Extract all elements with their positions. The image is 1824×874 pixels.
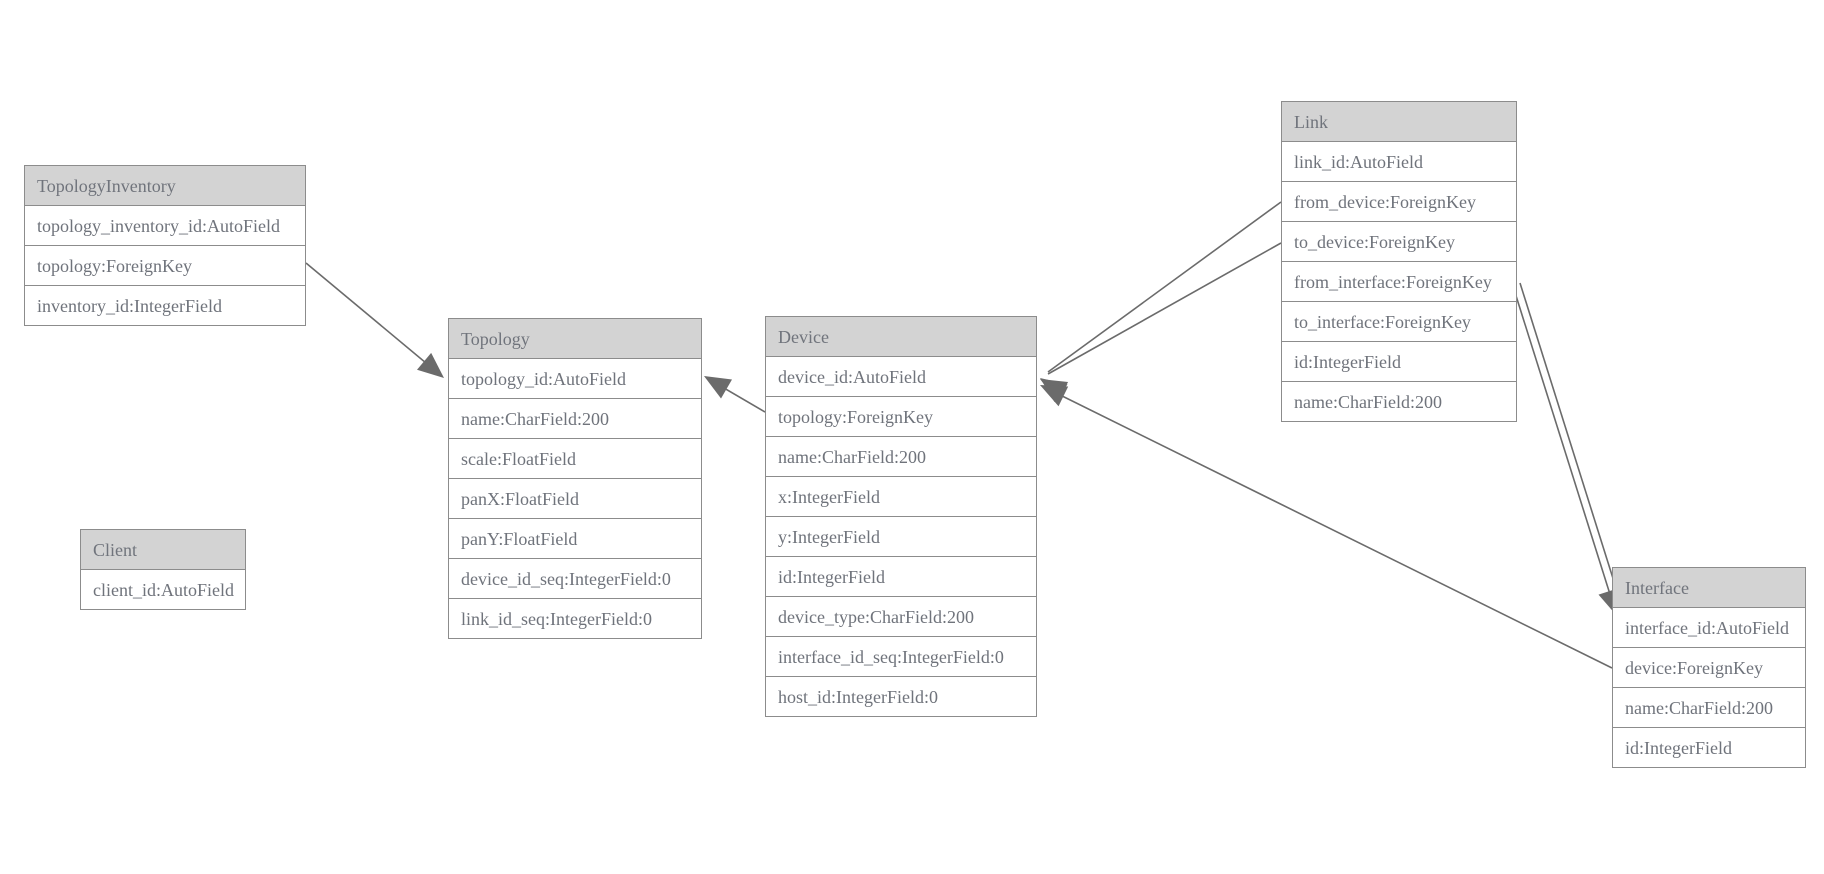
rel-link-fromdevice: [1047, 201, 1282, 373]
entity-field: name:CharField:200: [1282, 382, 1516, 422]
rel-device-topology: [711, 380, 766, 413]
entity-field: id:IntegerField: [1613, 728, 1805, 768]
entity-field: topology:ForeignKey: [25, 246, 305, 286]
entity-title-client: Client: [81, 530, 245, 570]
entity-field: topology:ForeignKey: [766, 397, 1036, 437]
entity-field: x:IntegerField: [766, 477, 1036, 517]
entity-field: panY:FloatField: [449, 519, 701, 559]
entity-field: from_interface:ForeignKey: [1282, 262, 1516, 302]
entity-field: to_interface:ForeignKey: [1282, 302, 1516, 342]
rel-device-topology-arrowhead: [704, 376, 733, 399]
entity-field: name:CharField:200: [1613, 688, 1805, 728]
rel-link-todevice: [1047, 242, 1282, 375]
rel-link-tointerface: [1519, 282, 1623, 608]
entity-field: id:IntegerField: [766, 557, 1036, 597]
entity-field: topology_inventory_id:AutoField: [25, 206, 305, 246]
rel-link-frominterface: [1511, 282, 1615, 608]
rel-interface-device: [1047, 388, 1613, 669]
entity-field: name:CharField:200: [449, 399, 701, 439]
entity-field: link_id_seq:IntegerField:0: [449, 599, 701, 639]
entity-field: device_type:CharField:200: [766, 597, 1036, 637]
entity-field: name:CharField:200: [766, 437, 1036, 477]
entity-field: interface_id_seq:IntegerField:0: [766, 637, 1036, 677]
rel-link-todevice-arrowhead: [1040, 379, 1069, 402]
entity-field: inventory_id:IntegerField: [25, 286, 305, 326]
entity-field: device:ForeignKey: [1613, 648, 1805, 688]
entity-title-link: Link: [1282, 102, 1516, 142]
entity-field: id:IntegerField: [1282, 342, 1516, 382]
entity-field: host_id:IntegerField:0: [766, 677, 1036, 717]
entity-field: topology_id:AutoField: [449, 359, 701, 399]
entity-field: link_id:AutoField: [1282, 142, 1516, 182]
entity-field: from_device:ForeignKey: [1282, 182, 1516, 222]
entity-title-topology_inventory: TopologyInventory: [25, 166, 305, 206]
entity-field: panX:FloatField: [449, 479, 701, 519]
entity-field: device_id:AutoField: [766, 357, 1036, 397]
rel-link-fromdevice-arrowhead: [1040, 378, 1068, 403]
entity-field: to_device:ForeignKey: [1282, 222, 1516, 262]
entity-field: interface_id:AutoField: [1613, 608, 1805, 648]
entity-title-interface: Interface: [1613, 568, 1805, 608]
entity-title-topology: Topology: [449, 319, 701, 359]
rel-topologyinventory-topology-arrowhead: [417, 352, 444, 378]
entity-field: scale:FloatField: [449, 439, 701, 479]
entity-field: y:IntegerField: [766, 517, 1036, 557]
rel-topologyinventory-topology: [305, 262, 439, 374]
rel-interface-device-arrowhead: [1040, 385, 1069, 407]
entity-title-device: Device: [766, 317, 1036, 357]
entity-field: client_id:AutoField: [81, 570, 245, 610]
entity-field: device_id_seq:IntegerField:0: [449, 559, 701, 599]
